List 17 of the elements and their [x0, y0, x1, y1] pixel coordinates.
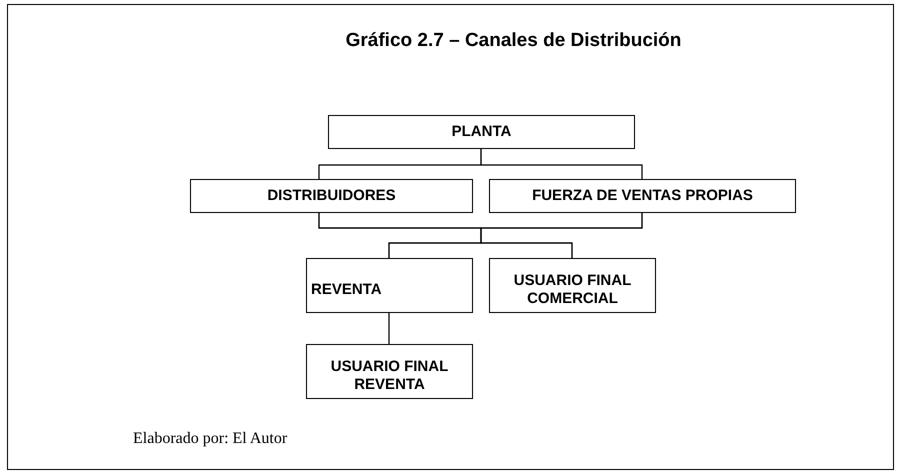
- box-label: USUARIO FINAL REVENTA: [330, 358, 450, 394]
- process-box: [489, 258, 656, 313]
- process-box: [328, 115, 635, 149]
- process-box: [306, 258, 473, 313]
- caption: Elaborado por: El Autor: [133, 430, 288, 448]
- box-label: DISTRIBUIDORES: [267, 187, 396, 205]
- box-label: REVENTA: [311, 280, 382, 298]
- connector-line: [388, 313, 390, 344]
- box-label: PLANTA: [452, 123, 512, 141]
- process-box: [190, 179, 473, 213]
- process-box: [306, 344, 473, 399]
- connector-line: [480, 213, 643, 258]
- process-box: [489, 179, 796, 213]
- connector-line: [480, 149, 643, 179]
- title: Gráfico 2.7 – Canales de Distribución: [344, 30, 682, 52]
- box-label: USUARIO FINAL COMERCIAL: [512, 272, 632, 308]
- box-label: FUERZA DE VENTAS PROPIAS: [532, 187, 753, 205]
